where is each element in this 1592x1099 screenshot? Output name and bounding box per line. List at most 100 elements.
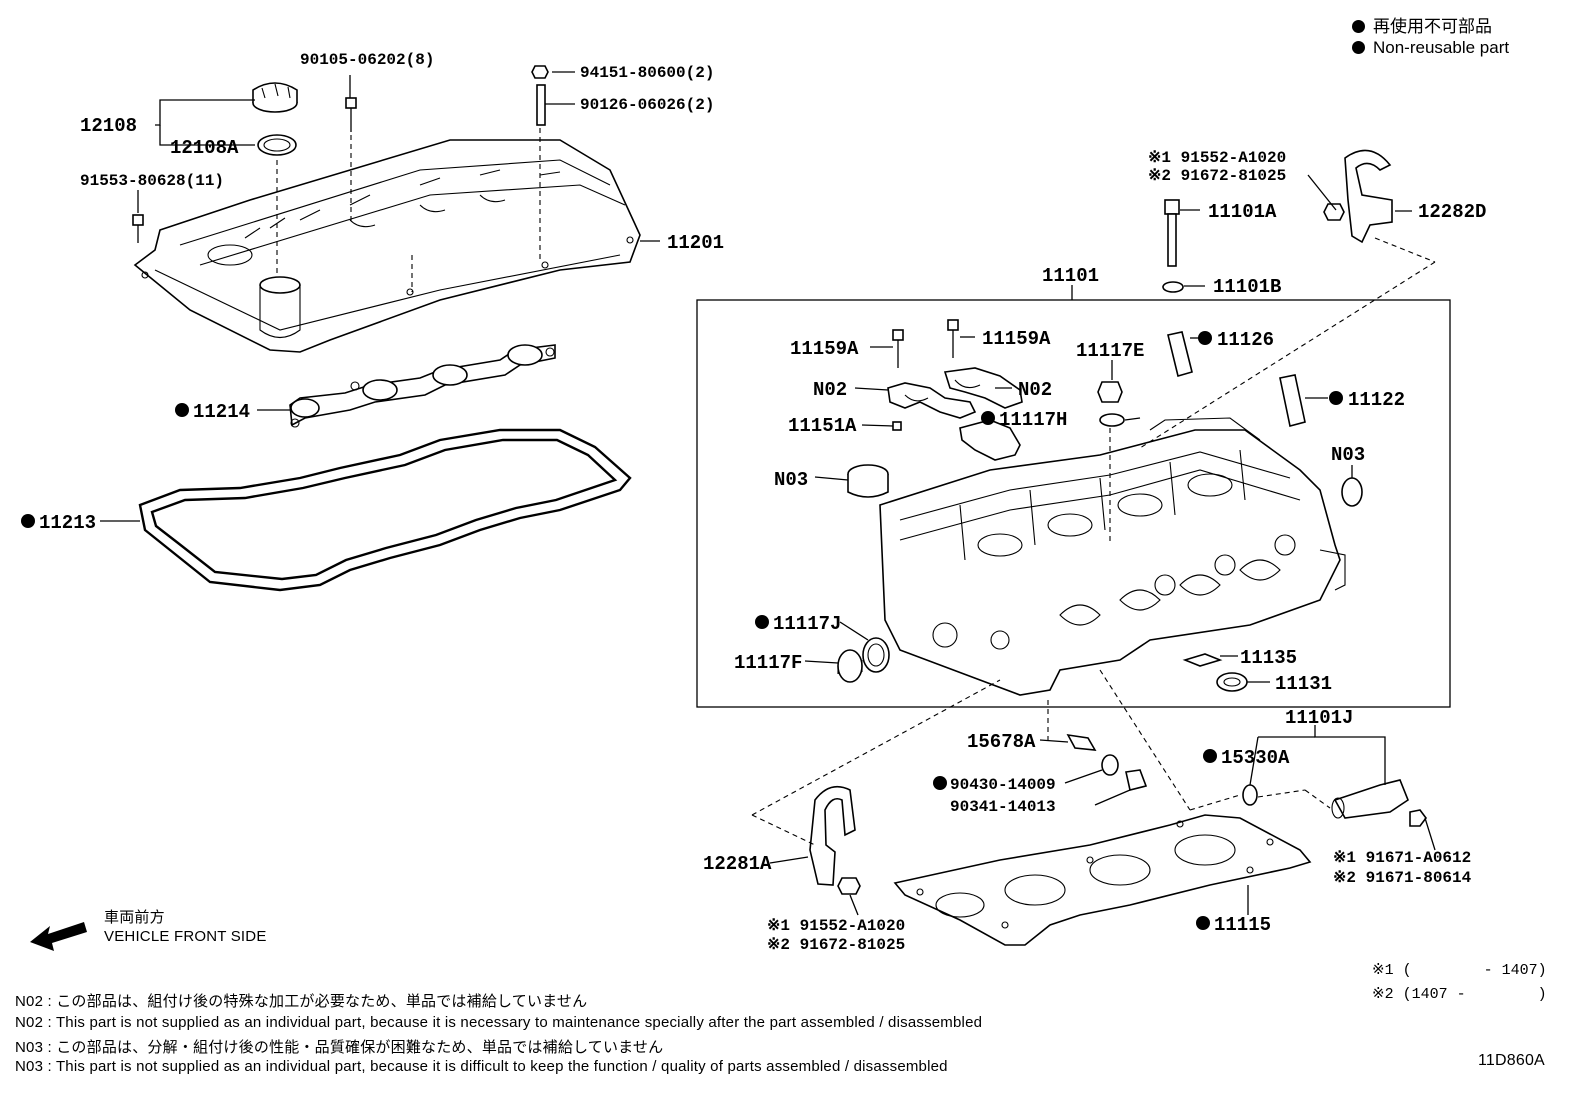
bolt-11159A-right [947, 319, 959, 358]
label-15330A: 15330A [1221, 747, 1290, 769]
label-90126: 90126-06026(2) [580, 96, 714, 114]
plug-n03-left [847, 464, 889, 498]
gasket-11135 [1182, 653, 1223, 667]
non-reusable-mark [1203, 749, 1217, 763]
label-11122: 11122 [1348, 389, 1405, 411]
front-en: VEHICLE FRONT SIDE [104, 928, 267, 945]
label-11117F: 11117F [734, 652, 802, 674]
plug-11117J [862, 637, 890, 673]
non-reusable-mark [1329, 391, 1343, 405]
label-11159A-left: 11159A [790, 338, 859, 360]
valve-guide-11126 [1167, 331, 1193, 377]
front-jp: 車両前方 [104, 909, 165, 926]
legend-en: Non-reusable part [1352, 38, 1509, 58]
pin-11151A [892, 421, 902, 431]
label-91552-bottom: ※1 91552-A1020 [767, 917, 905, 935]
label-90341: 90341-14013 [950, 798, 1056, 816]
label-11126: 11126 [1217, 329, 1274, 351]
label-11117E: 11117E [1076, 340, 1144, 362]
non-reusable-dot-icon [1352, 20, 1365, 33]
label-11214: 11214 [193, 401, 250, 423]
bolt-11159A-left [892, 329, 904, 368]
non-reusable-mark [933, 776, 947, 790]
label-12282D: 12282D [1418, 201, 1486, 223]
label-11159A-right: 11159A [982, 328, 1051, 350]
label-n02-right: N02 [1018, 379, 1052, 401]
label-94151: 94151-80600(2) [580, 64, 714, 82]
note-n02-jp: N02 : この部品は、組付け後の特殊な加工が必要なため、単品では補給していませ… [15, 993, 588, 1010]
engine-hanger-12281A [809, 785, 856, 886]
non-reusable-mark [1196, 916, 1210, 930]
non-reusable-mark [1198, 331, 1212, 345]
plug-11117E [1097, 381, 1123, 403]
head-cover-gasket [138, 428, 632, 592]
seal-11131 [1216, 672, 1248, 692]
label-11131: 11131 [1275, 673, 1332, 695]
label-11117J: 11117J [773, 613, 841, 635]
oil-filler-gasket [257, 134, 297, 156]
non-reusable-mark [175, 403, 189, 417]
bolt-91553 [132, 214, 144, 243]
bolt-12281A [837, 877, 861, 895]
washer-11101B [1162, 281, 1184, 293]
plug-90341 [1125, 769, 1148, 791]
valve-guide-11122 [1279, 374, 1306, 427]
legend-jp-text: 再使用不可部品 [1373, 17, 1492, 36]
label-15678A: 15678A [967, 731, 1036, 753]
sensor-15678A [1066, 733, 1097, 751]
label-91671-a: ※1 91671-A0612 [1333, 849, 1471, 867]
bolt-12282D [1323, 203, 1345, 221]
cylinder-head-cover [133, 139, 641, 353]
label-11101J: 11101J [1285, 707, 1353, 729]
label-n02-left: N02 [813, 379, 847, 401]
label-11213: 11213 [39, 512, 96, 534]
plug-n03-right [1341, 477, 1363, 507]
legend-en-text: Non-reusable part [1373, 38, 1510, 57]
oil-filler-cap [252, 82, 298, 113]
cylinder-head-gasket [893, 814, 1312, 946]
bolt-91671 [1409, 809, 1427, 827]
label-90105: 90105-06202(8) [300, 51, 434, 69]
bolt-11101A [1164, 199, 1180, 267]
label-12108: 12108 [80, 115, 137, 137]
gasket-11117H [1099, 413, 1125, 427]
label-12108A: 12108A [170, 137, 239, 159]
label-11151A: 11151A [788, 415, 857, 437]
note-n03-en: N03 : This part is not supplied as an in… [15, 1058, 948, 1075]
gasket-90430 [1101, 754, 1119, 776]
non-reusable-dot-icon [1352, 41, 1365, 54]
label-n03-right: N03 [1331, 444, 1365, 466]
label-91553: 91553-80628(11) [80, 172, 224, 190]
oil-control-valve [1331, 779, 1409, 819]
label-12281A: 12281A [703, 853, 772, 875]
label-91552-top: ※1 91552-A1020 [1148, 149, 1286, 167]
cylinder-head-box [696, 299, 1451, 708]
non-reusable-mark [755, 615, 769, 629]
engine-hanger-12282D [1344, 149, 1393, 244]
gasket-15330A [1242, 784, 1258, 806]
label-n03-left: N03 [774, 469, 808, 491]
label-91672-bottom: ※2 91672-81025 [767, 936, 905, 954]
label-11135: 11135 [1240, 647, 1297, 669]
non-reusable-mark [981, 411, 995, 425]
plug-tube-gasket [289, 344, 556, 428]
label-11101A: 11101A [1208, 201, 1277, 223]
bolt-90105 [345, 97, 357, 132]
label-91671-b: ※2 91671-80614 [1333, 869, 1472, 887]
legend-jp: 再使用不可部品 [1352, 12, 1492, 37]
non-reusable-mark [21, 514, 35, 528]
label-11101B: 11101B [1213, 276, 1281, 298]
label-11101: 11101 [1042, 265, 1099, 287]
date-range-2: ※2 (1407 - ) [1372, 986, 1547, 1003]
note-n02-en: N02 : This part is not supplied as an in… [15, 1014, 983, 1031]
label-11115: 11115 [1214, 914, 1271, 936]
label-90430: 90430-14009 [950, 776, 1056, 794]
diagram-id: 11D860A [1478, 1052, 1545, 1069]
vehicle-front-arrow-icon [30, 922, 87, 951]
label-11117H: 11117H [999, 409, 1067, 431]
plug-11117F [837, 649, 863, 683]
stud-90126 [531, 65, 549, 126]
label-91672-top: ※2 91672-81025 [1148, 167, 1286, 185]
note-n03-jp: N03 : この部品は、分解・組付け後の性能・品質確保が困難なため、単品では補給… [15, 1039, 664, 1056]
